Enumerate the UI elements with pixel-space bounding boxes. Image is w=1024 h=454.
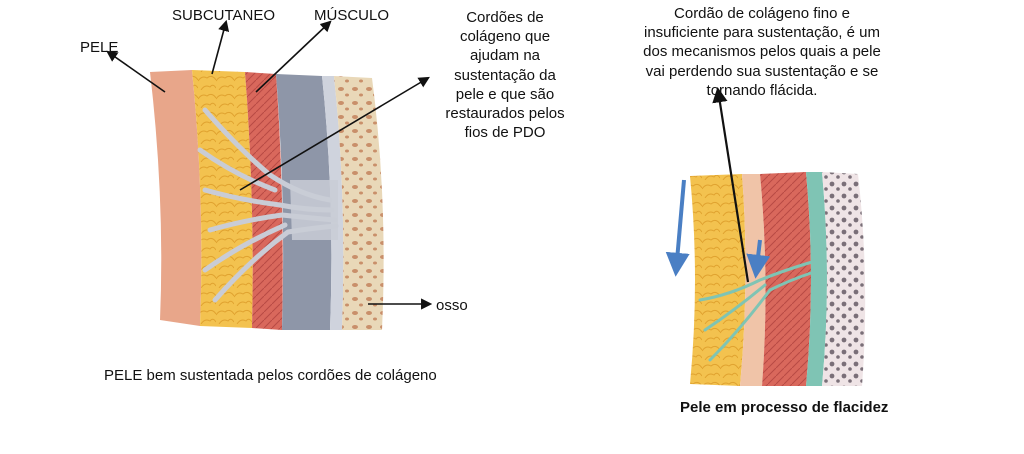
thin-collagen-note-line: vai perdendo sua sustentação e se xyxy=(645,62,879,80)
right-skin-layers xyxy=(690,172,866,386)
thin-collagen-note-line: dos mecanismos pelos quais a pele xyxy=(643,43,881,61)
dermis-layer xyxy=(150,70,202,326)
arrow-collagen xyxy=(239,76,430,191)
collagen-note-line: Cordões de xyxy=(466,9,544,26)
right-fascia-layer xyxy=(806,172,827,386)
right-bone-layer xyxy=(822,172,866,386)
label-pele: PELE xyxy=(80,39,119,56)
left-skin-layers xyxy=(150,70,384,330)
collagen-note-line: ajudam na xyxy=(469,47,541,65)
fat-layer xyxy=(192,70,253,328)
collagen-note-line: restaurados pelos xyxy=(445,104,565,122)
right-fat-layer xyxy=(690,174,746,386)
arrow-subcutaneo xyxy=(211,19,230,75)
arrow-pele xyxy=(106,50,166,93)
thin-collagen-note-line: tornando flácida. xyxy=(706,81,818,99)
right-muscle-layer xyxy=(760,172,811,386)
collagen-note: Cordões de colágeno que ajudam na susten… xyxy=(430,8,580,142)
thin-collagen-note-line: insuficiente para sustentação, é um xyxy=(644,24,880,42)
arrow-musculo xyxy=(255,20,332,93)
arrow-thin-collagen xyxy=(712,86,750,283)
label-musculo: MÚSCULO xyxy=(314,7,390,24)
blue-arrow-left xyxy=(665,179,690,277)
collagen-note-line: fios de PDO xyxy=(464,124,546,142)
label-subcutaneo: SUBCUTANEO xyxy=(172,7,276,24)
bone-layer xyxy=(334,76,384,330)
right-arrows xyxy=(665,86,771,283)
collagen-note-line: sustentação da xyxy=(454,66,556,84)
thin-collagen-note-line: Cordão de colágeno fino e xyxy=(674,5,850,22)
collagen-note-line: pele e que são xyxy=(455,85,555,103)
thin-collagen-note: Cordão de colágeno fino e insuficiente p… xyxy=(612,4,912,100)
thin-collagen-strands xyxy=(698,260,816,362)
label-osso: osso xyxy=(436,297,468,314)
right-dermis-layer xyxy=(740,174,766,386)
collagen-note-line: colágeno que xyxy=(459,28,551,46)
left-caption: PELE bem sustentada pelos cordões de col… xyxy=(104,367,437,384)
right-caption: Pele em processo de flacidez xyxy=(680,399,889,416)
blue-arrow-center xyxy=(746,239,771,279)
collagen-junction xyxy=(290,180,338,240)
left-pointer-arrows xyxy=(106,19,433,310)
